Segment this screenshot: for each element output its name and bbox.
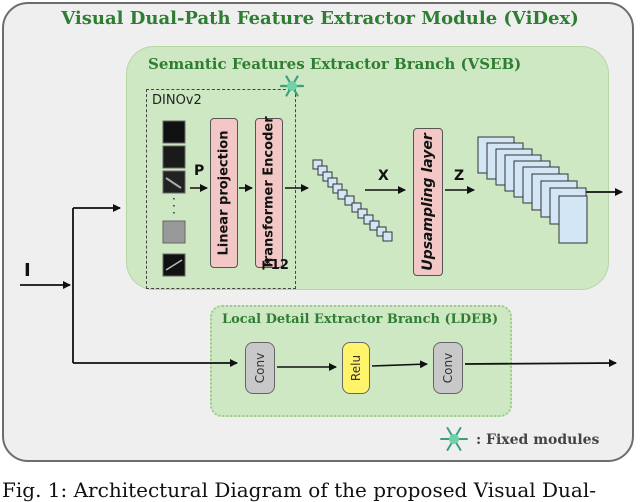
legend-fixed-modules: : Fixed modules <box>476 432 600 448</box>
relu-block: Relu <box>342 342 370 394</box>
upsampling-layer-block: Upsampling layer <box>413 128 443 276</box>
relu-to-conv-arrow <box>371 360 428 369</box>
dinov2-frozen-box <box>146 89 296 289</box>
svg-text:·: · <box>172 199 176 213</box>
vseb-title: Semantic Features Extractor Branch (VSEB… <box>148 55 522 73</box>
svg-text:·: · <box>172 192 176 206</box>
svg-text:·: · <box>172 206 176 220</box>
input-label: I <box>24 260 31 281</box>
repeat-count: *12 <box>264 258 289 273</box>
snowflake-icon <box>440 427 468 451</box>
p-label: P <box>194 163 205 179</box>
conv-block-2: Conv <box>433 342 463 394</box>
token-cubes <box>312 159 393 242</box>
snowflake-icon <box>279 75 305 97</box>
dinov2-label: DINOv2 <box>152 93 202 108</box>
image-patch <box>162 120 186 144</box>
conv-block-1: Conv <box>245 342 275 394</box>
ldeb-output-arrow <box>464 359 617 368</box>
transformer-encoder-block: Transformer Encoder <box>255 116 283 270</box>
image-patch <box>162 220 186 244</box>
feature-maps <box>477 136 588 244</box>
ldeb-title: Local Detail Extractor Branch (LDEB) <box>222 312 499 327</box>
image-patch <box>162 145 186 169</box>
z-label: Z <box>454 168 465 184</box>
linear-projection-block: Linear projection <box>210 118 238 268</box>
module-title: Visual Dual-Path Feature Extractor Modul… <box>61 8 579 29</box>
x-label: X <box>378 168 389 184</box>
